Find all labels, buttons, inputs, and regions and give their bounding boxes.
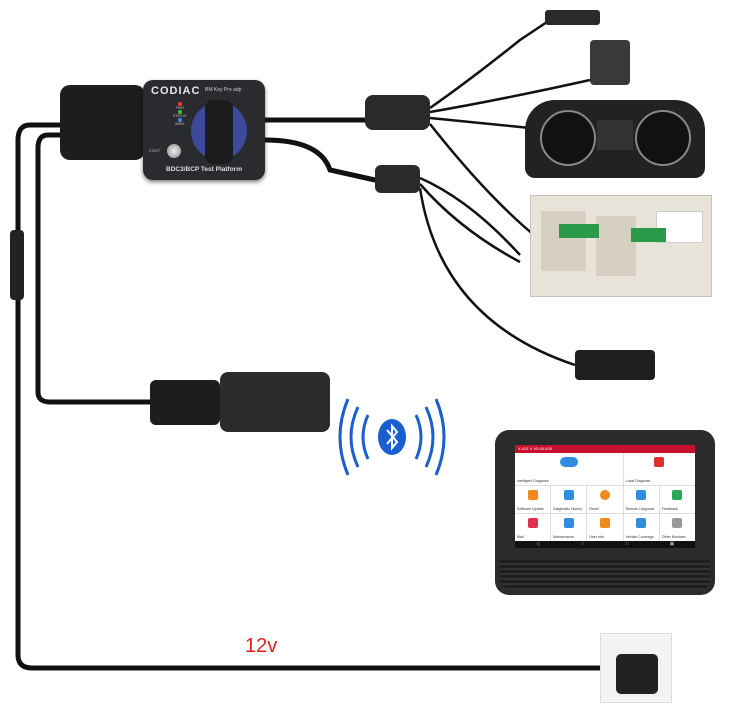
power-label: 12v <box>245 635 278 657</box>
tile-label: Reset <box>589 507 599 511</box>
tile-local-diagnose[interactable]: Local Diagnose <box>623 453 695 485</box>
immo-label: IMMO <box>174 122 185 126</box>
car-repair-icon <box>654 457 665 467</box>
green-clip <box>559 224 599 238</box>
tile-label: Remote Diagnose <box>625 507 655 511</box>
maintenance-icon <box>563 518 574 528</box>
brand-logo: CODIAC <box>151 85 201 97</box>
pwr-label: PWR <box>175 106 184 110</box>
calendar-icon <box>563 490 574 500</box>
tile-intelligent-diagnose[interactable]: Intelligent Diagnose <box>515 453 623 485</box>
start-label: START <box>149 149 161 153</box>
tile-feedback[interactable]: Feedback <box>659 486 695 513</box>
tile-remote-diagnose[interactable]: Remote Diagnose <box>623 486 659 513</box>
y-splitter <box>365 95 430 130</box>
power-cable <box>15 122 618 671</box>
bdc3-test-platform-adapter: CODIAC BM Key Pro adp PWR STATUS IMMO ST… <box>143 80 265 180</box>
tile-vehicle-coverage[interactable]: Vehicle Coverage <box>623 514 659 541</box>
cart-icon <box>527 518 538 528</box>
android-navbar: ◁ ○ □ ▣ <box>515 541 695 548</box>
green-clip <box>631 228 666 242</box>
recents-button[interactable]: □ <box>625 541 629 547</box>
tile-label: Feedback <box>661 507 678 511</box>
platform-label: BDC3/BCP Test Platform <box>166 166 242 173</box>
key-slot <box>205 100 233 164</box>
tile-label: Vehicle Coverage <box>625 535 654 539</box>
bdc-connector-block <box>596 216 636 276</box>
speedometer-icon <box>540 110 596 166</box>
instrument-cluster <box>525 100 705 178</box>
led-panel: PWR STATUS IMMO <box>173 102 186 126</box>
tile-label: Local Diagnose <box>625 479 651 483</box>
obd-female-connector <box>60 85 145 160</box>
model-label: BM Key Pro adp <box>205 87 242 93</box>
immo-led-icon <box>177 118 182 122</box>
vehicle-icon <box>636 518 647 528</box>
start-button[interactable] <box>167 144 181 158</box>
tile-label: Intelligent Diagnose <box>517 479 549 483</box>
splitter2-cable <box>262 137 378 183</box>
inline-fuse <box>10 230 24 300</box>
bluetooth-icon <box>338 398 446 476</box>
tile-label: Maintenance <box>553 535 574 539</box>
status-label: STATUS <box>173 114 187 118</box>
obd-cable <box>35 132 153 405</box>
tachometer-icon <box>635 110 691 166</box>
back-button[interactable]: ◁ <box>535 541 540 547</box>
tile-mall[interactable]: Mall <box>515 514 551 541</box>
small-module <box>575 350 655 380</box>
gauge-icon <box>599 490 610 500</box>
modules-icon <box>672 518 683 528</box>
pwr-led-icon <box>177 102 182 106</box>
tile-user-info[interactable]: User Info <box>587 514 623 541</box>
connector-top <box>545 10 600 25</box>
app-grid: Intelligent Diagnose Local Diagnose Soft… <box>515 453 695 541</box>
status-led-icon <box>177 110 182 114</box>
app-title: X-431 V V5.00.005 <box>515 445 695 453</box>
tile-label: User Info <box>589 535 604 539</box>
bdc-module <box>530 195 712 297</box>
cluster-display <box>597 120 633 150</box>
remote-icon <box>636 490 647 500</box>
tablet-base <box>500 560 710 590</box>
power-adapter-plug <box>616 654 658 694</box>
tile-diagnostic-history[interactable]: Diagnostic History <box>551 486 587 513</box>
tablet-screen: X-431 V V5.00.005 Intelligent Diagnose L… <box>515 445 695 548</box>
upload-icon <box>527 490 538 500</box>
tile-other-modules[interactable]: Other Modules <box>659 514 695 541</box>
obd-adapter <box>220 372 330 432</box>
tile-reset[interactable]: Reset <box>587 486 623 513</box>
tile-software-update[interactable]: Software Update <box>515 486 551 513</box>
tile-label: Mall <box>517 535 524 539</box>
diagnostic-tablet: X-431 V V5.00.005 Intelligent Diagnose L… <box>495 430 715 595</box>
screenshot-button[interactable]: ▣ <box>669 541 675 547</box>
user-icon <box>599 518 610 528</box>
bdc-connector-block <box>541 211 586 271</box>
tile-label: Diagnostic History <box>553 507 583 511</box>
connector-plug <box>590 40 630 85</box>
obd-plug <box>150 380 220 425</box>
home-button[interactable]: ○ <box>580 541 584 547</box>
cloud-icon <box>559 457 578 467</box>
wall-socket <box>600 633 672 703</box>
tile-label: Software Update <box>517 507 544 511</box>
y-splitter-2 <box>375 165 420 193</box>
tile-label: Other Modules <box>661 535 686 539</box>
edit-icon <box>672 490 683 500</box>
tile-maintenance[interactable]: Maintenance <box>551 514 587 541</box>
